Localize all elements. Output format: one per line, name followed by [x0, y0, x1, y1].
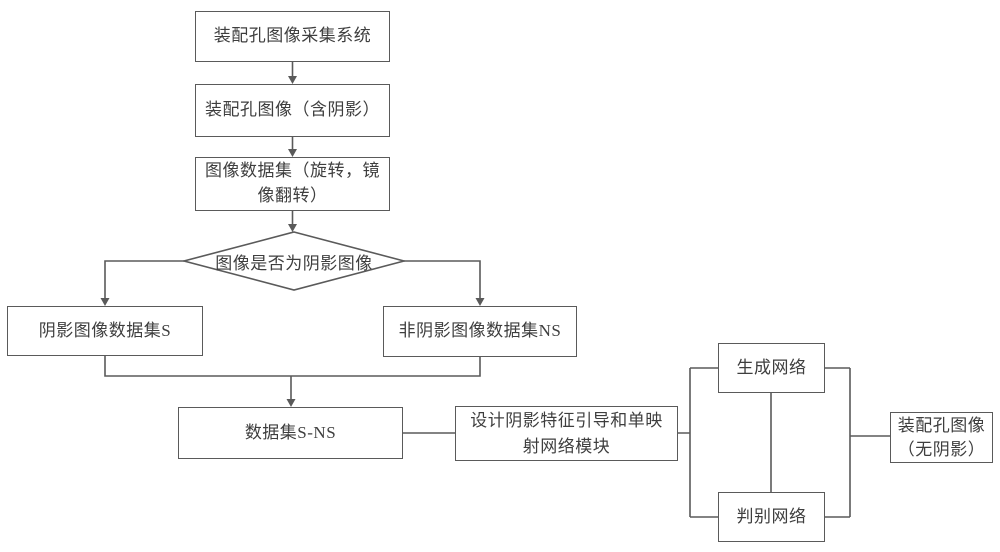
node-shadow-dataset-s: 阴影图像数据集S — [7, 306, 203, 356]
edge-decision-to-shadow-set — [104, 260, 184, 298]
arrowhead-decision — [288, 224, 297, 232]
edge-decision-to-nonshadow-set — [404, 260, 481, 298]
node-decision-label: 图像是否为阴影图像 — [215, 253, 373, 273]
node-nonshadow-dataset-ns: 非阴影图像数据集NS — [383, 306, 577, 357]
arrowhead-shadow-set — [100, 298, 110, 306]
decision-diamond-shape — [180, 231, 408, 291]
arrowhead-image — [288, 76, 297, 84]
node-image-dataset: 图像数据集（旋转，镜像翻转） — [195, 157, 390, 211]
arrowhead-nonshadow-set — [475, 298, 485, 306]
arrowhead-dataset — [288, 149, 297, 157]
edge-networks-to-output — [825, 367, 890, 518]
node-discriminator-network: 判别网络 — [718, 492, 825, 542]
node-design-network-module: 设计阴影特征引导和单映射网络模块 — [455, 406, 678, 461]
node-generator-network: 生成网络 — [718, 343, 825, 393]
node-image-with-shadow: 装配孔图像（含阴影） — [195, 84, 390, 137]
node-dataset-s-ns: 数据集S-NS — [178, 407, 403, 459]
node-capture-system: 装配孔图像采集系统 — [195, 11, 390, 62]
edge-design-to-networks — [678, 367, 718, 518]
arrowhead-merged-set — [286, 399, 296, 407]
edge-merge-to-merged-set — [104, 356, 481, 399]
node-output-image-no-shadow: 装配孔图像（无阴影） — [890, 412, 993, 463]
